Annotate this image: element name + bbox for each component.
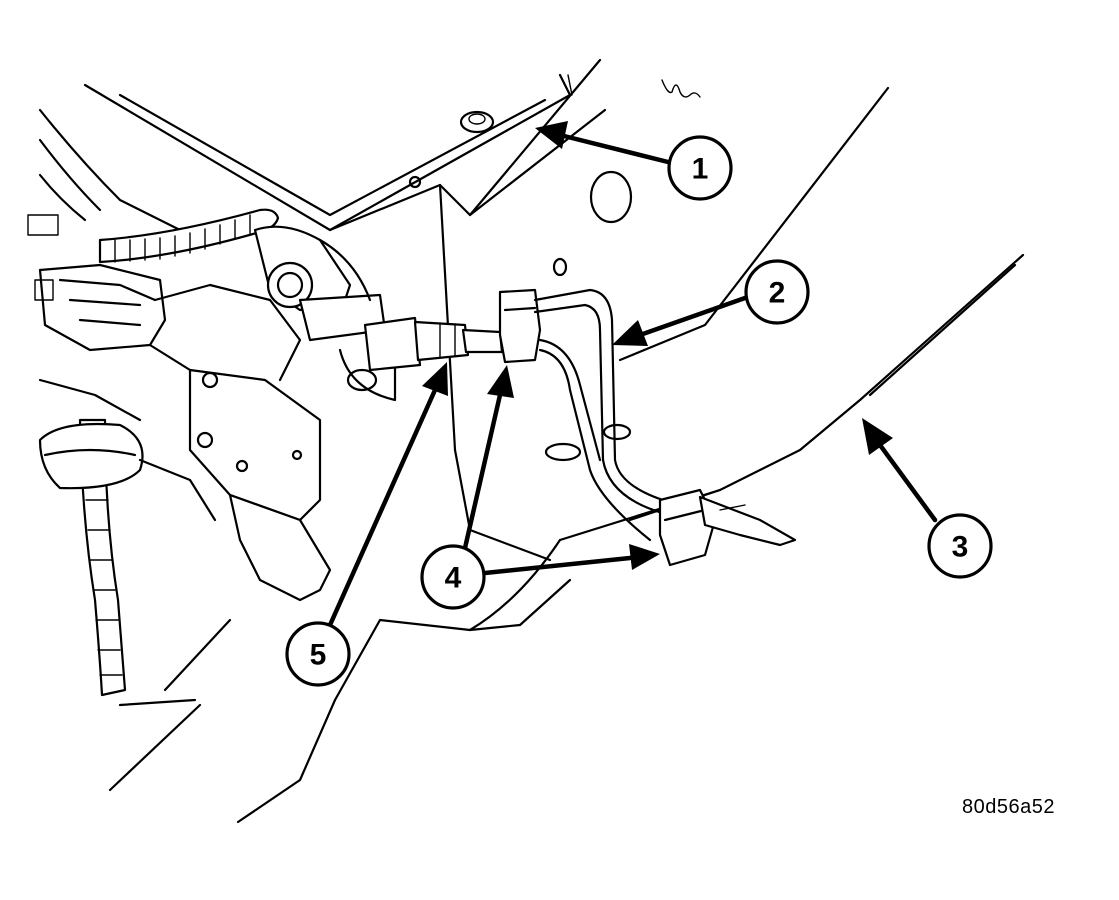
callout-4: 4 — [420, 544, 486, 610]
figure-code: 80d56a52 — [962, 796, 1055, 818]
callout-5: 5 — [285, 621, 351, 687]
arrow-4a — [462, 392, 503, 551]
callout-2: 2 — [744, 259, 810, 325]
callout-arrows — [327, 121, 938, 628]
callout-5-label: 5 — [310, 639, 327, 672]
brake-line-assembly — [363, 288, 797, 567]
callout-3-label: 3 — [952, 531, 969, 564]
arrow-4b — [482, 555, 633, 576]
arrow-1 — [557, 132, 671, 165]
arrow-2 — [637, 295, 748, 338]
callout-3: 3 — [927, 513, 993, 579]
arrow-5 — [327, 387, 438, 628]
arrow-3 — [877, 442, 938, 523]
callout-2-label: 2 — [769, 277, 786, 310]
callout-4-label: 4 — [445, 562, 462, 595]
callout-1-label: 1 — [692, 153, 709, 186]
callout-1: 1 — [667, 135, 733, 201]
wiring-harness — [27, 108, 332, 697]
mount-bracket — [253, 225, 397, 402]
